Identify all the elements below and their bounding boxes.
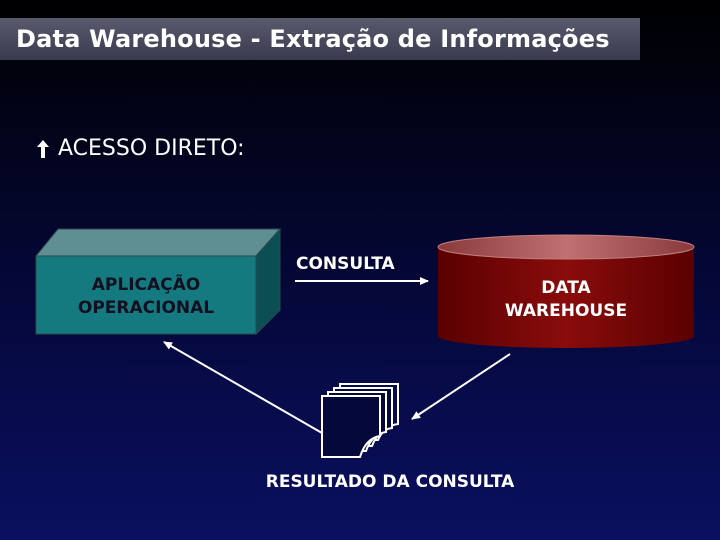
query-arrow-label: CONSULTA xyxy=(296,254,395,274)
warehouse-label: DATA WAREHOUSE xyxy=(470,277,662,323)
result-to-app-arrow xyxy=(163,341,323,434)
data-warehouse-cylinder xyxy=(437,234,695,348)
result-label: RESULTADO DA CONSULTA xyxy=(265,472,515,492)
warehouse-label-line1: DATA xyxy=(541,278,591,298)
arrow-up-icon xyxy=(37,139,49,158)
app-box-label-line1: APLICAÇÃO xyxy=(91,275,201,295)
warehouse-to-result-arrow xyxy=(411,353,511,420)
warehouse-label-line2: WAREHOUSE xyxy=(504,301,628,321)
application-box xyxy=(34,227,282,336)
app-box-label: APLICAÇÃO OPERACIONAL xyxy=(36,274,256,320)
bullet-item: ACESSO DIRETO: xyxy=(36,136,245,161)
app-box-label-line2: OPERACIONAL xyxy=(77,298,215,318)
page-title: Data Warehouse - Extração de Informações xyxy=(16,25,610,53)
title-bar: Data Warehouse - Extração de Informações xyxy=(0,18,640,60)
bullet-label: ACESSO DIRETO: xyxy=(58,136,245,161)
document-stack-icon xyxy=(321,383,399,458)
